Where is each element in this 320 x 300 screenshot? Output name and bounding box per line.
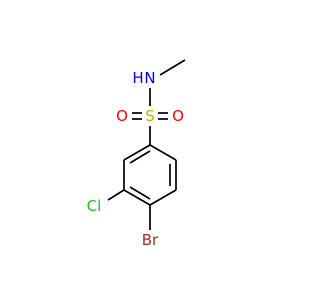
molecule-canvas: N H S O O Cl Br — [87, 59, 186, 249]
ring-bond-3 — [149, 189, 177, 206]
atom-o-right-label: O — [172, 107, 184, 125]
bond-n-methyl — [159, 59, 186, 76]
atom-s-label: S — [145, 107, 155, 125]
atom-br-label: Br — [142, 231, 159, 249]
bond-ring-cl — [107, 189, 125, 201]
ring-bond-4 — [123, 189, 151, 206]
ring-inner-bond-lower — [129, 186, 151, 200]
atom-o-left-label: O — [116, 107, 128, 125]
atom-h-label: H — [132, 69, 143, 87]
atom-cl-label: Cl — [87, 197, 102, 215]
atom-n-label: N — [144, 69, 155, 87]
ring-inner-bond-upper — [129, 150, 151, 164]
ring-bond-6 — [123, 144, 151, 161]
ring-bond-1 — [149, 144, 177, 161]
structure-drawing: N H S O O Cl Br — [87, 59, 186, 249]
